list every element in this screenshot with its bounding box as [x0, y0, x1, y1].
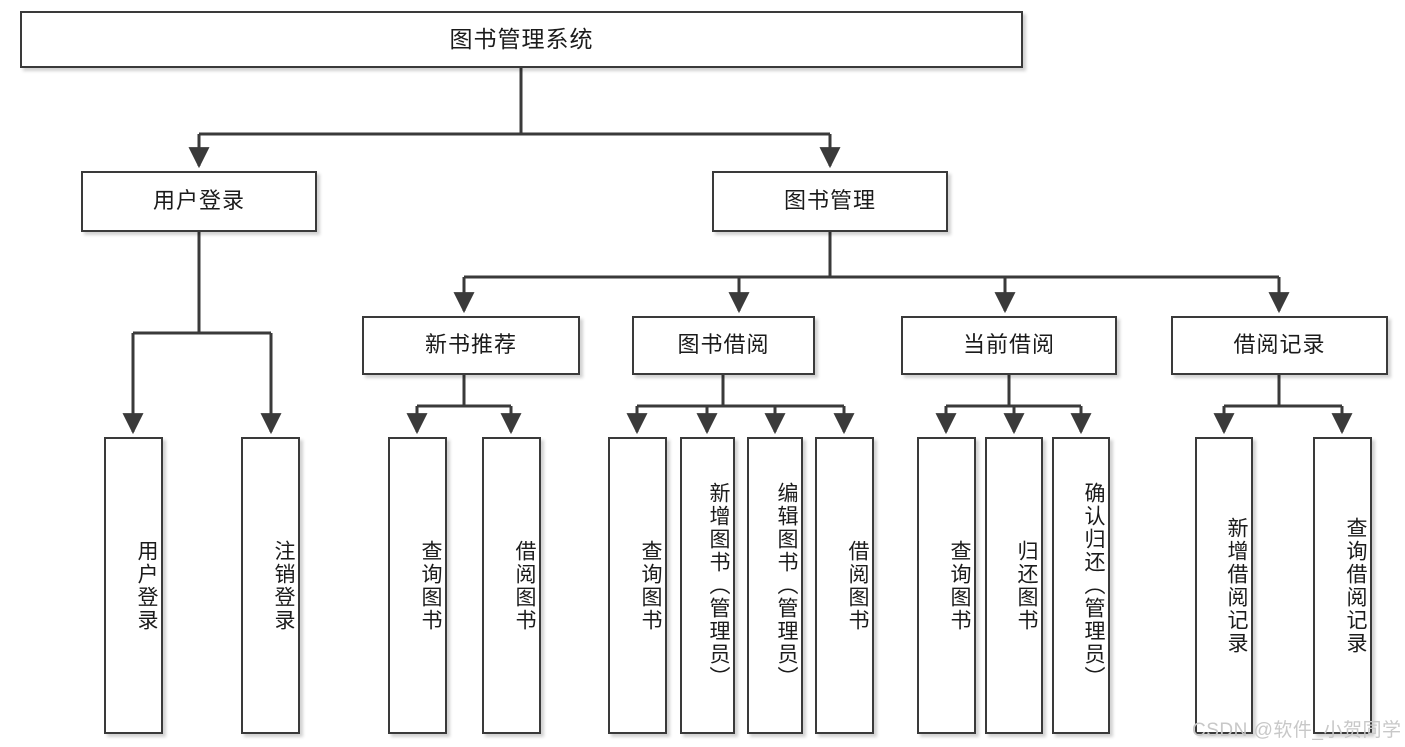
node-root-label: 图书管理系统 — [449, 25, 594, 52]
node-leaf-return-book-label: 归还图书 — [1015, 539, 1038, 632]
node-user-login[interactable]: 用户登录 — [81, 171, 317, 232]
node-book-borrow[interactable]: 图书借阅 — [632, 316, 815, 375]
node-leaf-query-book-1-label: 查询图书 — [419, 539, 442, 632]
node-leaf-user-login[interactable]: 用户登录 — [104, 437, 163, 734]
node-leaf-confirm-return-label: 确认归还（管理员） — [1082, 482, 1105, 689]
node-leaf-query-record-label: 查询借阅记录 — [1344, 516, 1367, 655]
node-leaf-return-book[interactable]: 归还图书 — [985, 437, 1043, 734]
node-leaf-query-book-1[interactable]: 查询图书 — [388, 437, 447, 734]
node-leaf-user-login-label: 用户登录 — [135, 539, 158, 632]
node-leaf-add-book-label: 新增图书（管理员） — [707, 482, 730, 689]
node-borrow-record-label: 借阅记录 — [1233, 332, 1326, 358]
node-borrow-record[interactable]: 借阅记录 — [1171, 316, 1388, 375]
node-leaf-query-book-3[interactable]: 查询图书 — [917, 437, 976, 734]
node-new-book-rec[interactable]: 新书推荐 — [362, 316, 580, 375]
node-book-manage-label: 图书管理 — [783, 188, 876, 214]
node-current-borrow[interactable]: 当前借阅 — [901, 316, 1117, 375]
node-user-login-label: 用户登录 — [152, 188, 245, 214]
node-current-borrow-label: 当前借阅 — [962, 332, 1055, 358]
node-leaf-logout-label: 注销登录 — [272, 539, 295, 632]
node-root[interactable]: 图书管理系统 — [20, 11, 1023, 68]
node-leaf-add-record-label: 新增借阅记录 — [1225, 516, 1248, 655]
node-leaf-add-book[interactable]: 新增图书（管理员） — [680, 437, 735, 734]
node-book-borrow-label: 图书借阅 — [677, 332, 770, 358]
node-leaf-logout[interactable]: 注销登录 — [241, 437, 300, 734]
node-leaf-edit-book[interactable]: 编辑图书（管理员） — [747, 437, 803, 734]
node-leaf-query-record[interactable]: 查询借阅记录 — [1313, 437, 1372, 734]
node-leaf-query-book-2[interactable]: 查询图书 — [608, 437, 667, 734]
node-leaf-borrow-book-2-label: 借阅图书 — [846, 539, 869, 632]
node-leaf-edit-book-label: 编辑图书（管理员） — [775, 482, 798, 689]
node-leaf-add-record[interactable]: 新增借阅记录 — [1195, 437, 1253, 734]
node-leaf-borrow-book-2[interactable]: 借阅图书 — [815, 437, 874, 734]
node-new-book-rec-label: 新书推荐 — [424, 332, 517, 358]
node-leaf-borrow-book-1-label: 借阅图书 — [513, 539, 536, 632]
node-leaf-query-book-3-label: 查询图书 — [948, 539, 971, 632]
node-leaf-query-book-2-label: 查询图书 — [639, 539, 662, 632]
node-book-manage[interactable]: 图书管理 — [712, 171, 948, 232]
node-leaf-borrow-book-1[interactable]: 借阅图书 — [482, 437, 541, 734]
node-leaf-confirm-return[interactable]: 确认归还（管理员） — [1052, 437, 1110, 734]
watermark: CSDN @软件_小贺同学 — [1192, 720, 1402, 741]
